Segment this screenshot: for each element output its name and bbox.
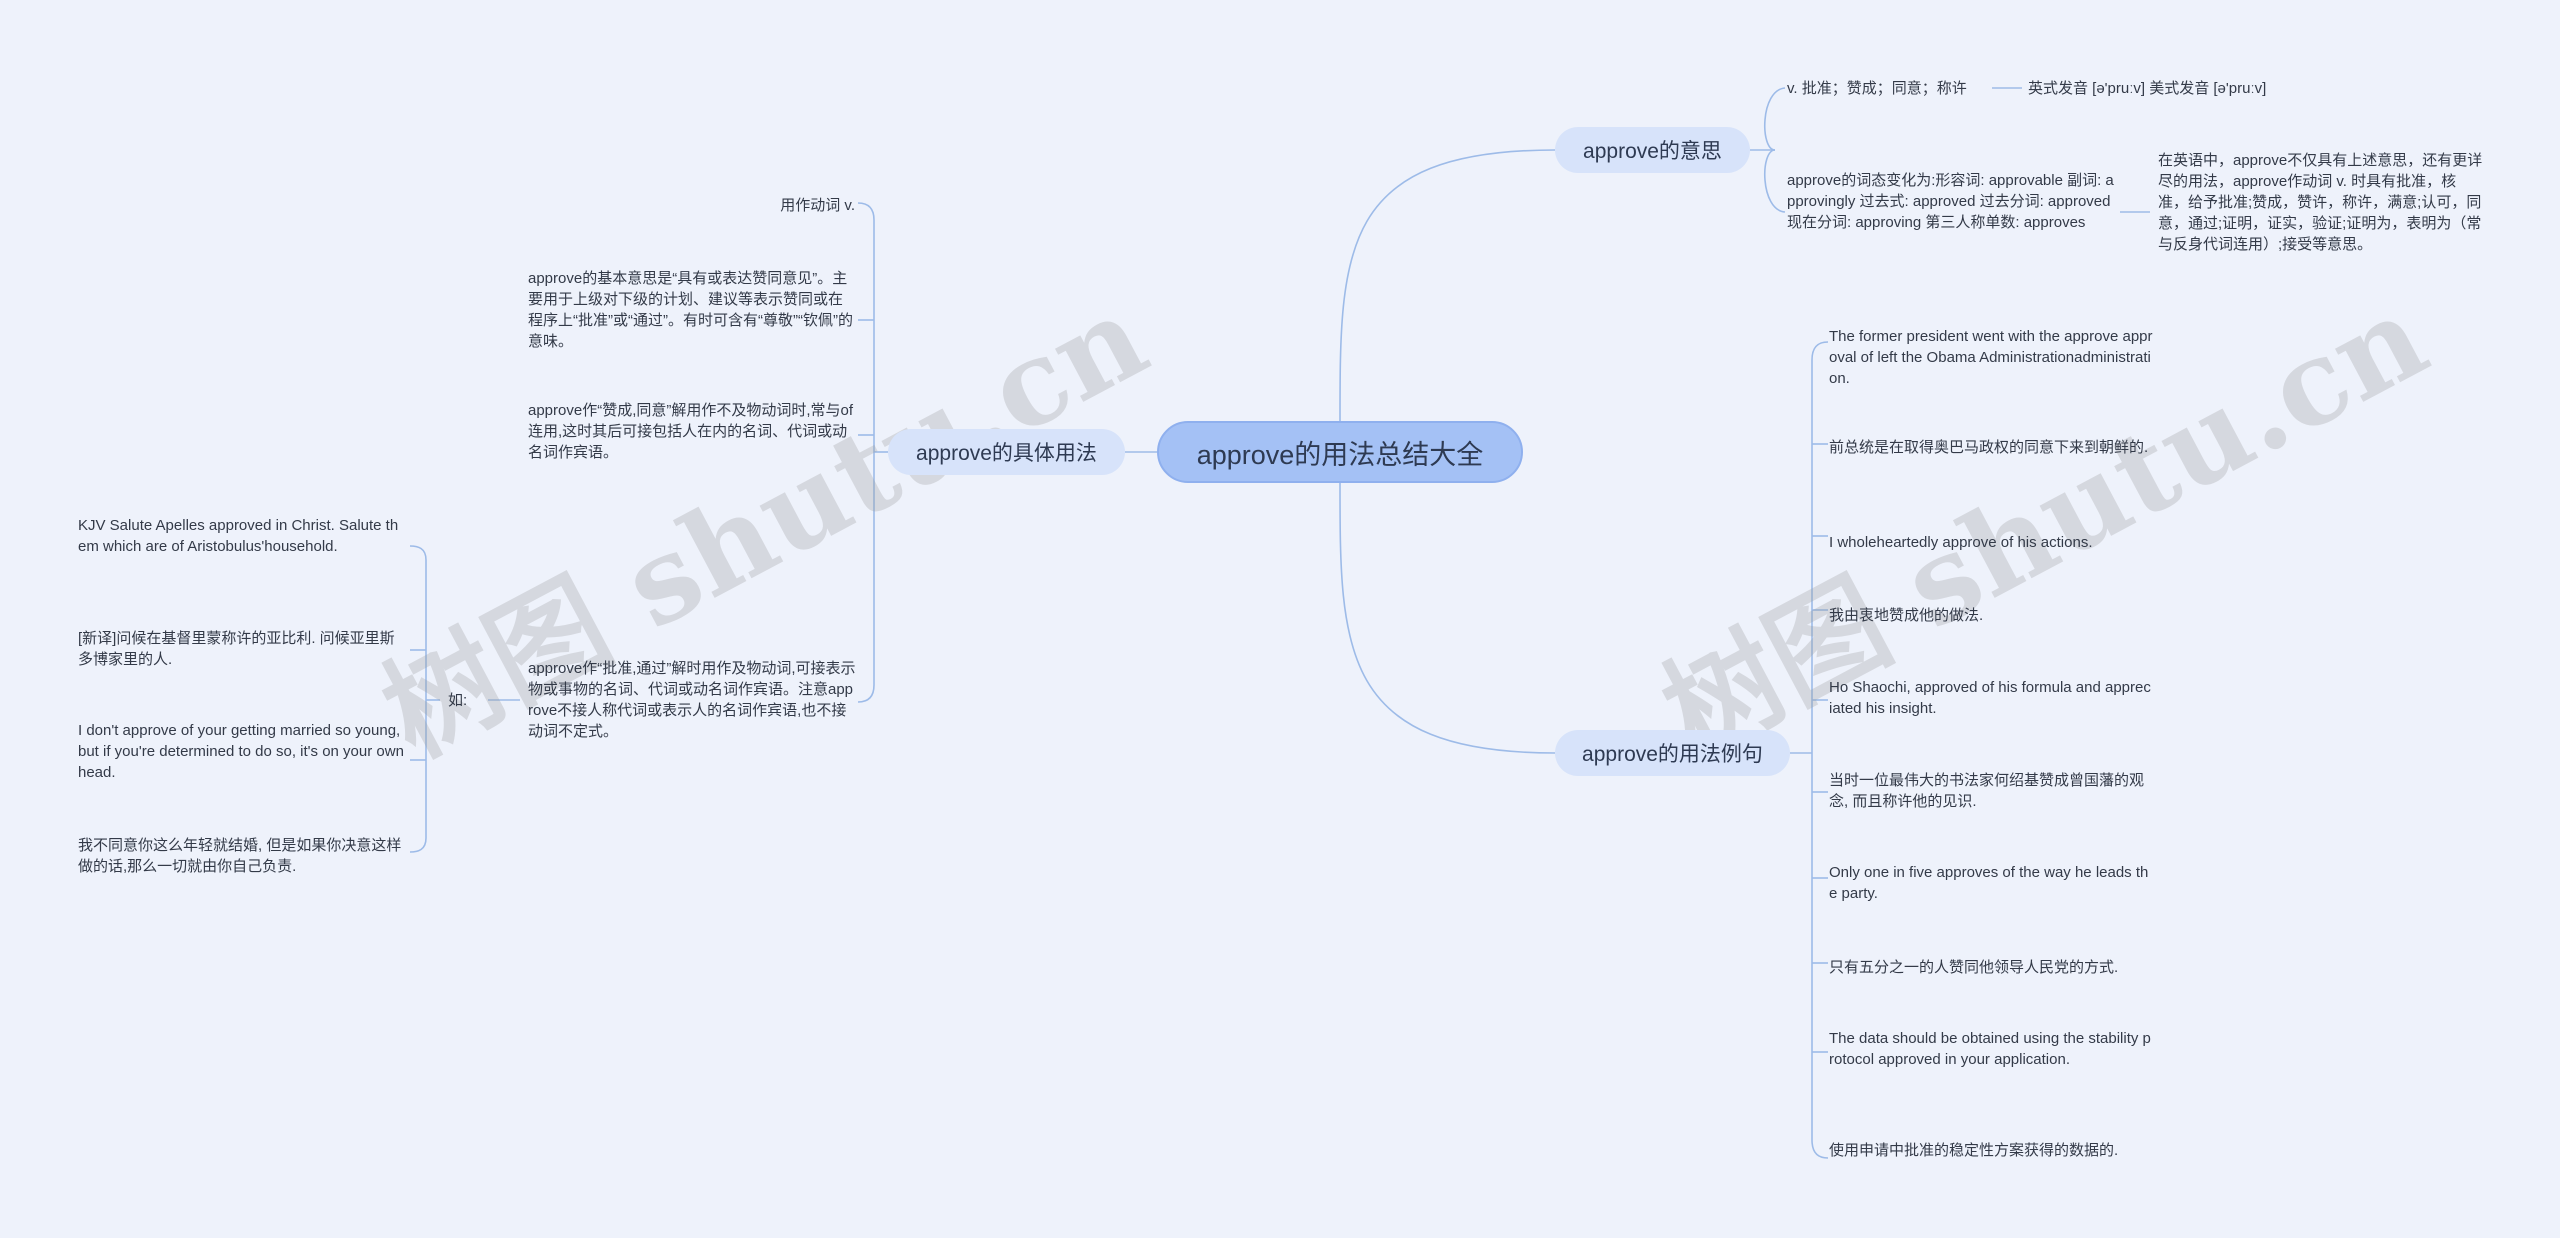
usage-agree[interactable]: approve作“赞成,同意”解用作不及物动词时,常与of连用,这时其后可接包括…: [528, 402, 854, 461]
example-item[interactable]: The data should be obtained using the st…: [1829, 1030, 2151, 1068]
branch-meaning-label: approve的意思: [1583, 140, 1722, 163]
example-item[interactable]: Only one in five approves of the way he …: [1829, 864, 2149, 902]
example-item[interactable]: 前总统是在取得奥巴马政权的同意下来到朝鲜的.: [1829, 439, 2149, 456]
example-item[interactable]: 使用申请中批准的稳定性方案获得的数据的.: [1829, 1142, 2119, 1159]
usage-ratify[interactable]: approve作“批准,通过”解时用作及物动词,可接表示物或事物的名词、代词或动…: [528, 660, 856, 740]
meaning-extra[interactable]: 在英语中，approve不仅具有上述意思，还有更详尽的用法，approve作动词…: [2158, 152, 2483, 253]
usage-sub-example[interactable]: [新译]问候在基督里蒙称许的亚比利. 问候亚里斯多博家里的人.: [78, 630, 395, 668]
branch-meaning[interactable]: approve的意思: [1555, 127, 1750, 173]
usage-example-label[interactable]: 如:: [448, 692, 468, 709]
branch-examples-label: approve的用法例句: [1582, 743, 1763, 766]
example-item[interactable]: 我由衷地赞成他的做法.: [1829, 607, 1984, 624]
usage-verb[interactable]: 用作动词 v.: [780, 197, 855, 214]
meaning-pronunciation[interactable]: 英式发音 [ə'pruːv] 美式发音 [ə'pruːv]: [2028, 80, 2267, 97]
root-topic[interactable]: approve的用法总结大全: [1157, 421, 1523, 483]
usage-sub-example[interactable]: KJV Salute Apelles approved in Christ. S…: [78, 517, 399, 555]
example-item[interactable]: I wholeheartedly approve of his actions.: [1829, 534, 2093, 551]
example-item[interactable]: 当时一位最伟大的书法家何绍基赞成曾国藩的观念, 而且称许他的见识.: [1829, 772, 2145, 810]
example-item[interactable]: 只有五分之一的人赞同他领导人民党的方式.: [1829, 959, 2119, 976]
root-topic-label: approve的用法总结大全: [1196, 439, 1484, 470]
meaning-word-forms[interactable]: approve的词态变化为:形容词: approvable 副词: approv…: [1787, 172, 2114, 231]
branch-usage-label: approve的具体用法: [916, 442, 1097, 465]
usage-sub-example[interactable]: I don't approve of your getting married …: [78, 722, 404, 781]
usage-sub-example[interactable]: 我不同意你这么年轻就结婚, 但是如果你决意这样做的话,那么一切就由你自己负责.: [78, 837, 402, 875]
branch-usage[interactable]: approve的具体用法: [888, 429, 1125, 475]
branch-examples[interactable]: approve的用法例句: [1555, 730, 1790, 776]
usage-basic-meaning[interactable]: approve的基本意思是“具有或表达赞同意见”。主要用于上级对下级的计划、建议…: [528, 270, 853, 350]
meaning-definition[interactable]: v. 批准；赞成；同意；称许: [1787, 80, 1967, 97]
example-item[interactable]: Ho Shaochi, approved of his formula and …: [1829, 679, 2151, 717]
example-item[interactable]: The former president went with the appro…: [1829, 328, 2153, 387]
